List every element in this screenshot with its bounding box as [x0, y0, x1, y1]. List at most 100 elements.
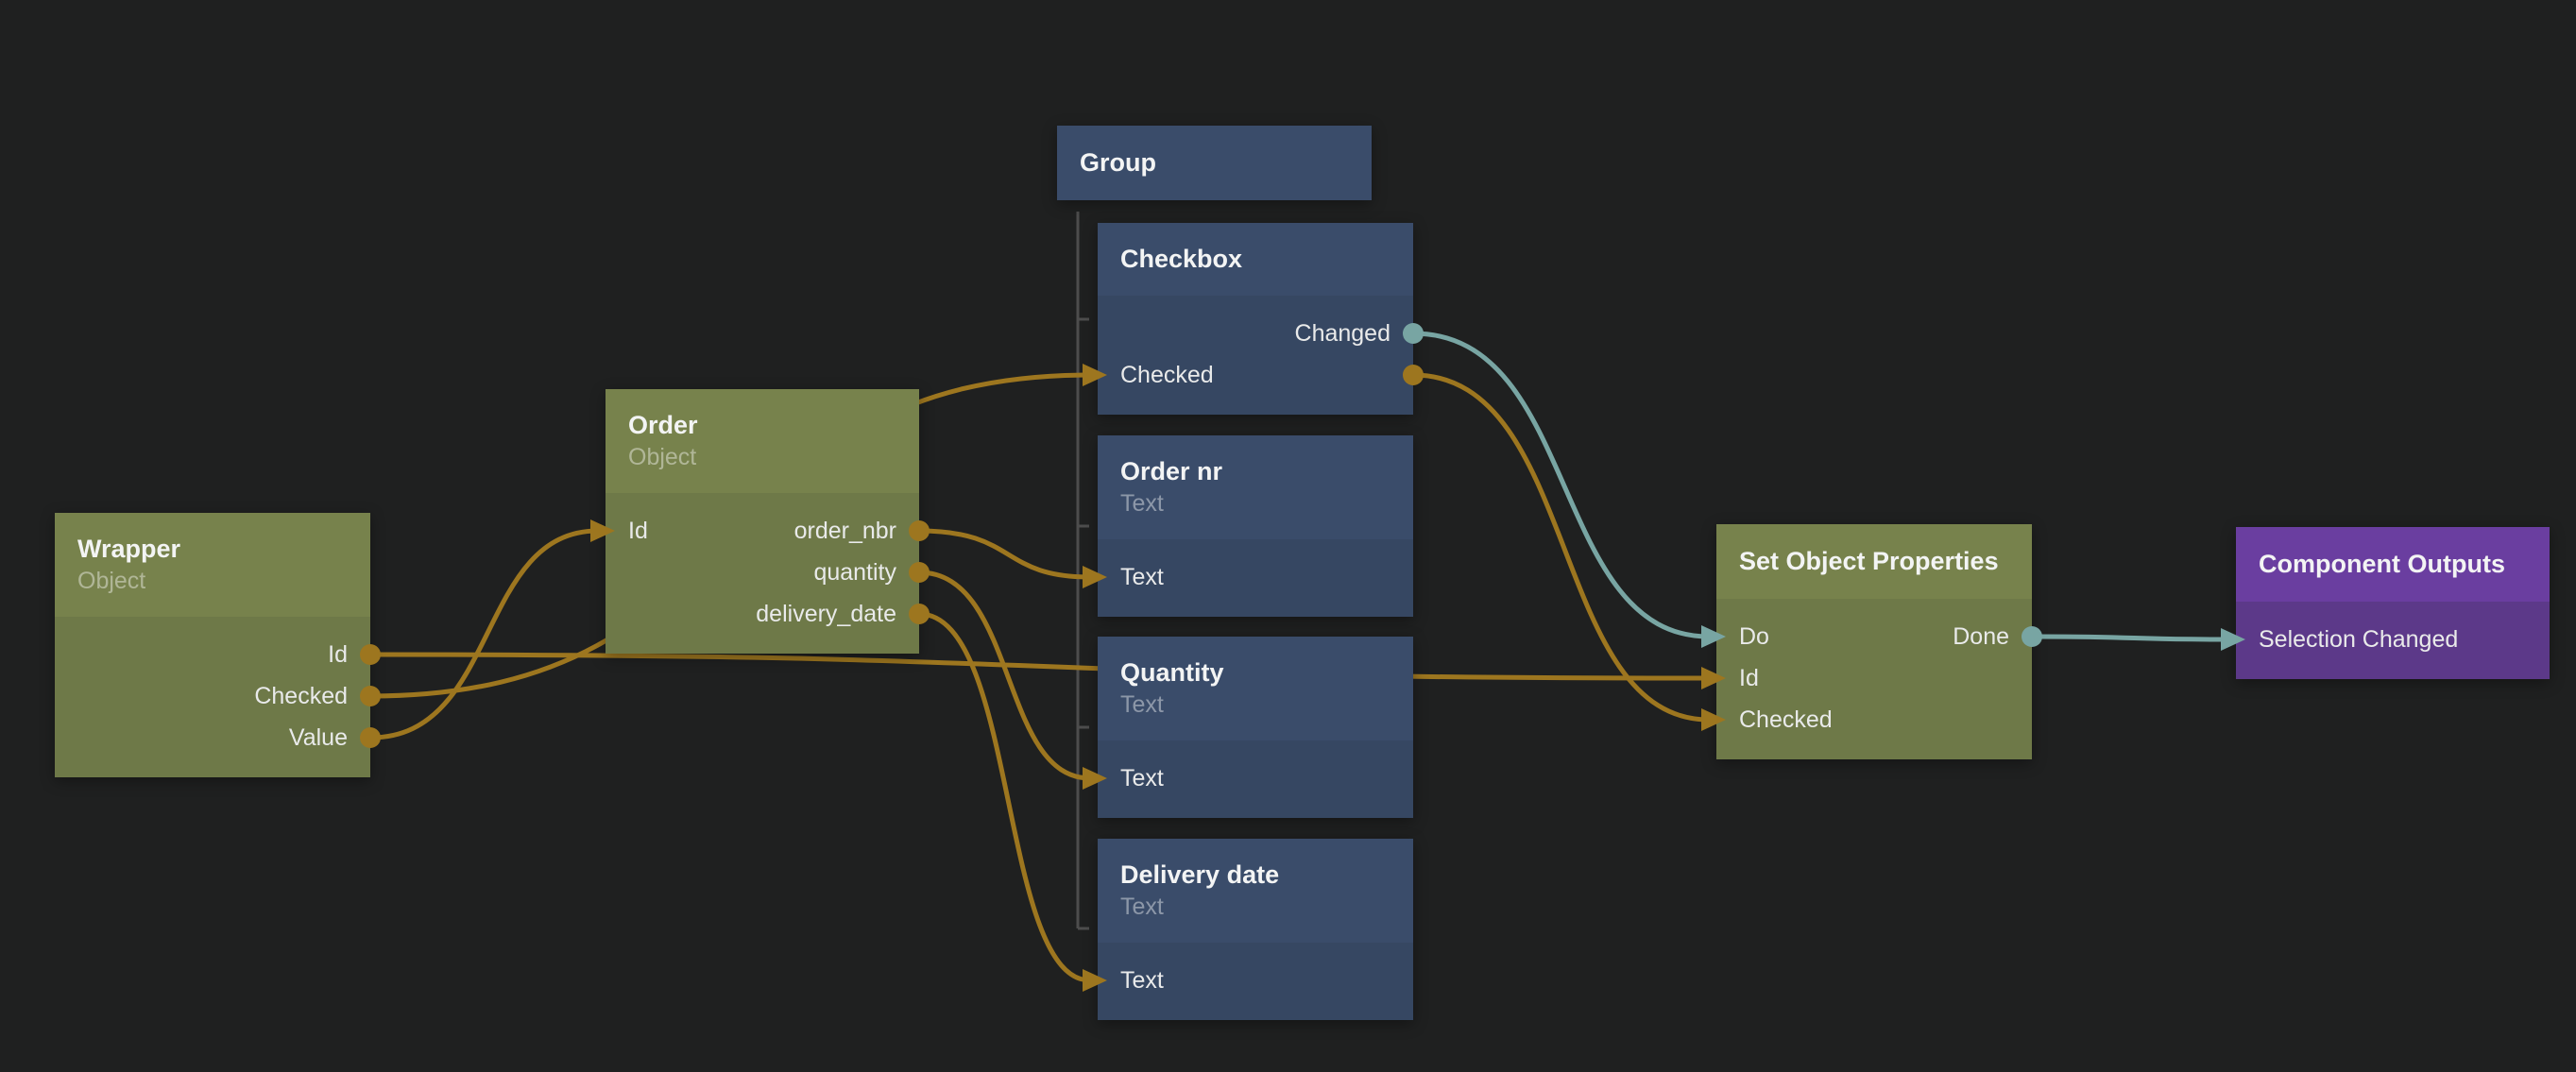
node-title: Quantity — [1120, 657, 1224, 687]
node-title: Group — [1080, 147, 1156, 177]
node-body: Text — [1098, 943, 1413, 1020]
port-row: Checked — [55, 675, 370, 717]
node-title: Order nr — [1120, 456, 1223, 485]
output-port-done[interactable]: Done — [1953, 622, 2009, 650]
node-body: Id order_nbr quantity delivery_date — [606, 493, 919, 654]
input-port-text[interactable]: Text — [1120, 764, 1164, 791]
output-port-dot-order-order-nbr[interactable] — [909, 520, 930, 541]
output-port-delivery-date[interactable]: delivery_date — [756, 600, 896, 627]
port-row: Checked — [1098, 354, 1413, 396]
port-row: Checked — [1716, 699, 2032, 740]
node-body: Text — [1098, 539, 1413, 617]
port-row: Changed — [1098, 313, 1413, 354]
node-subtitle: Text — [1120, 893, 1164, 921]
node-title: Checkbox — [1120, 244, 1243, 273]
node-body: Selection Changed — [2236, 602, 2550, 679]
port-row: Selection Changed — [2236, 619, 2550, 660]
wire-wrapper-value--order-id[interactable] — [369, 528, 599, 740]
input-port-checked[interactable]: Checked — [1739, 706, 1833, 733]
group-children-line — [1076, 212, 1089, 930]
wire-order-order-nbr--order-nr-text[interactable] — [918, 528, 1091, 580]
port-row: Text — [1098, 960, 1413, 1001]
input-port-arrow-order-nr-text[interactable] — [1083, 566, 1107, 588]
output-port-dot-wrapper-checked[interactable] — [360, 686, 381, 706]
output-port-dot-order-delivery-date[interactable] — [909, 604, 930, 624]
port-row: Text — [1098, 757, 1413, 799]
output-port-value[interactable]: Value — [288, 723, 348, 751]
output-port-dot-checkbox-checked[interactable] — [1403, 365, 1424, 385]
node-subtitle: Object — [77, 568, 146, 595]
input-port-arrow-checkbox-checked[interactable] — [1083, 364, 1107, 386]
input-port-arrow-order-id[interactable] — [590, 519, 615, 542]
input-port-do[interactable]: Do — [1739, 622, 1769, 650]
input-port-arrow-component-outputs-selection-changed[interactable] — [2221, 628, 2245, 651]
port-row: quantity — [606, 552, 919, 593]
output-port-dot-set-object-properties-done[interactable] — [2022, 626, 2042, 647]
port-row: delivery_date — [606, 593, 919, 635]
input-port-arrow-set-object-properties-do[interactable] — [1701, 625, 1726, 648]
node-subtitle: Object — [628, 444, 697, 471]
output-port-checked[interactable]: Checked — [254, 682, 348, 709]
wire-set-object-properties-done--component-outputs-selection-changed[interactable] — [2031, 634, 2229, 642]
output-port-changed[interactable]: Changed — [1294, 319, 1390, 347]
node-group[interactable]: Group — [1057, 126, 1372, 200]
input-port-arrow-quantity-text[interactable] — [1083, 767, 1107, 790]
port-row: Id — [55, 634, 370, 675]
output-port-id[interactable]: Id — [328, 640, 348, 668]
input-port-arrow-set-object-properties-id[interactable] — [1701, 667, 1726, 689]
output-port-dot-wrapper-value[interactable] — [360, 727, 381, 748]
node-header: Set Object Properties — [1716, 524, 2032, 599]
output-port-dot-order-quantity[interactable] — [909, 562, 930, 583]
node-title: Order — [628, 410, 698, 439]
wire-wrapper-id--set-object-properties-id[interactable] — [369, 652, 1710, 681]
node-title: Component Outputs — [2259, 549, 2505, 578]
port-row: Text — [1098, 556, 1413, 598]
node-subtitle: Text — [1120, 691, 1164, 719]
input-port-id[interactable]: Id — [1739, 664, 1759, 691]
node-header: Component Outputs — [2236, 527, 2550, 602]
port-row: Id — [1716, 657, 2032, 699]
node-header: Group — [1057, 126, 1372, 200]
input-port-text[interactable]: Text — [1120, 966, 1164, 994]
wire-checkbox-checked--set-object-properties-checked[interactable] — [1412, 372, 1710, 723]
port-row: Do Done — [1716, 616, 2032, 657]
wire-order-quantity--quantity-text[interactable] — [918, 570, 1091, 781]
node-title: Wrapper — [77, 534, 181, 563]
output-port-quantity[interactable]: quantity — [813, 558, 896, 586]
input-port-selection-changed[interactable]: Selection Changed — [2259, 625, 2459, 653]
wire-checkbox-changed--set-object-properties-do[interactable] — [1412, 331, 1710, 639]
wire-order-delivery-date--delivery-date-text[interactable] — [918, 611, 1091, 983]
input-port-arrow-delivery-date-text[interactable] — [1083, 969, 1107, 992]
input-port-id[interactable]: Id — [628, 517, 648, 544]
port-row: Value — [55, 717, 370, 758]
node-title: Set Object Properties — [1739, 546, 1999, 575]
output-port-dot-checkbox-changed[interactable] — [1403, 323, 1424, 344]
output-port-dot-wrapper-id[interactable] — [360, 644, 381, 665]
input-port-checked[interactable]: Checked — [1120, 361, 1214, 388]
node-header: Checkbox — [1098, 223, 1413, 296]
input-port-arrow-set-object-properties-checked[interactable] — [1701, 708, 1726, 731]
node-title: Delivery date — [1120, 859, 1280, 889]
output-port-order-nbr[interactable]: order_nbr — [793, 517, 896, 544]
input-port-text[interactable]: Text — [1120, 563, 1164, 590]
node-body: Text — [1098, 740, 1413, 818]
port-row: Id order_nbr — [606, 510, 919, 552]
